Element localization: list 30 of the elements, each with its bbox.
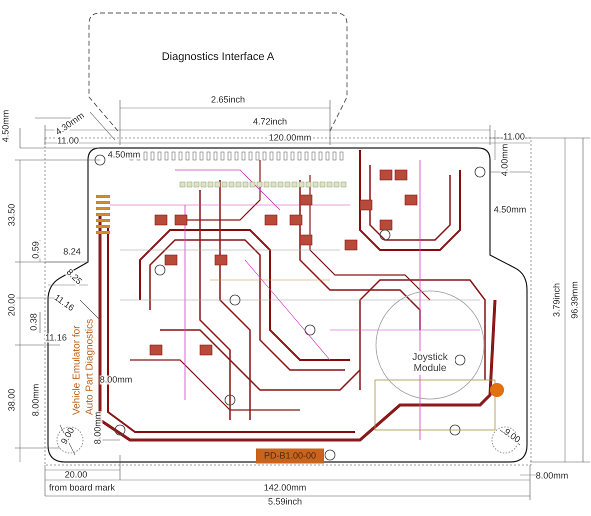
dimension-label: 5.59inch [268, 498, 302, 506]
dimension-label: 20.00 [64, 470, 88, 480]
dimension-label: 8.00mm [32, 384, 40, 416]
dimension-label: 4.00mm [500, 144, 510, 176]
dimension-label: 11.00 [57, 136, 79, 146]
dimension-label: 20.00 [8, 294, 16, 316]
board-title: Vehicle Emulator for Auto Part Diagnostics [72, 318, 95, 415]
dimension-label: 8.00mm [536, 472, 568, 480]
dimension-label: 142.00mm [264, 484, 306, 492]
dimension-label: 96.39mm [570, 281, 580, 319]
dimension-label: 120.00mm [268, 134, 312, 142]
dimension-label: 2.65inch [210, 96, 246, 104]
dimension-label: from board mark [48, 484, 116, 492]
dimension-label: 8.00mm [94, 412, 102, 444]
dimension-label: 4.50mm [108, 150, 140, 160]
dimension-label: 4.50mm [2, 110, 10, 142]
dimension-label: 4.50mm [494, 206, 526, 214]
dimension-label: 0.38 [30, 313, 38, 331]
dimension-label: 8.24 [63, 248, 81, 256]
dimension-label: 38.00 [8, 388, 16, 412]
module-label: Joystick Module [412, 352, 448, 374]
connector-label: Diagnostics Interface A [162, 51, 274, 63]
dimension-label: 0.59 [32, 241, 40, 259]
dimension-label: 8.00mm [100, 376, 132, 384]
revision-tag: PD-B1.00-00 [256, 448, 324, 464]
dimension-label: 11.00 [503, 132, 525, 142]
dimension-label: 4.72inch [252, 118, 288, 126]
dimension-label: 11.16 [45, 334, 67, 342]
dimension-label: 33.50 [8, 204, 16, 226]
dimension-label: 3.79inch [552, 282, 562, 318]
